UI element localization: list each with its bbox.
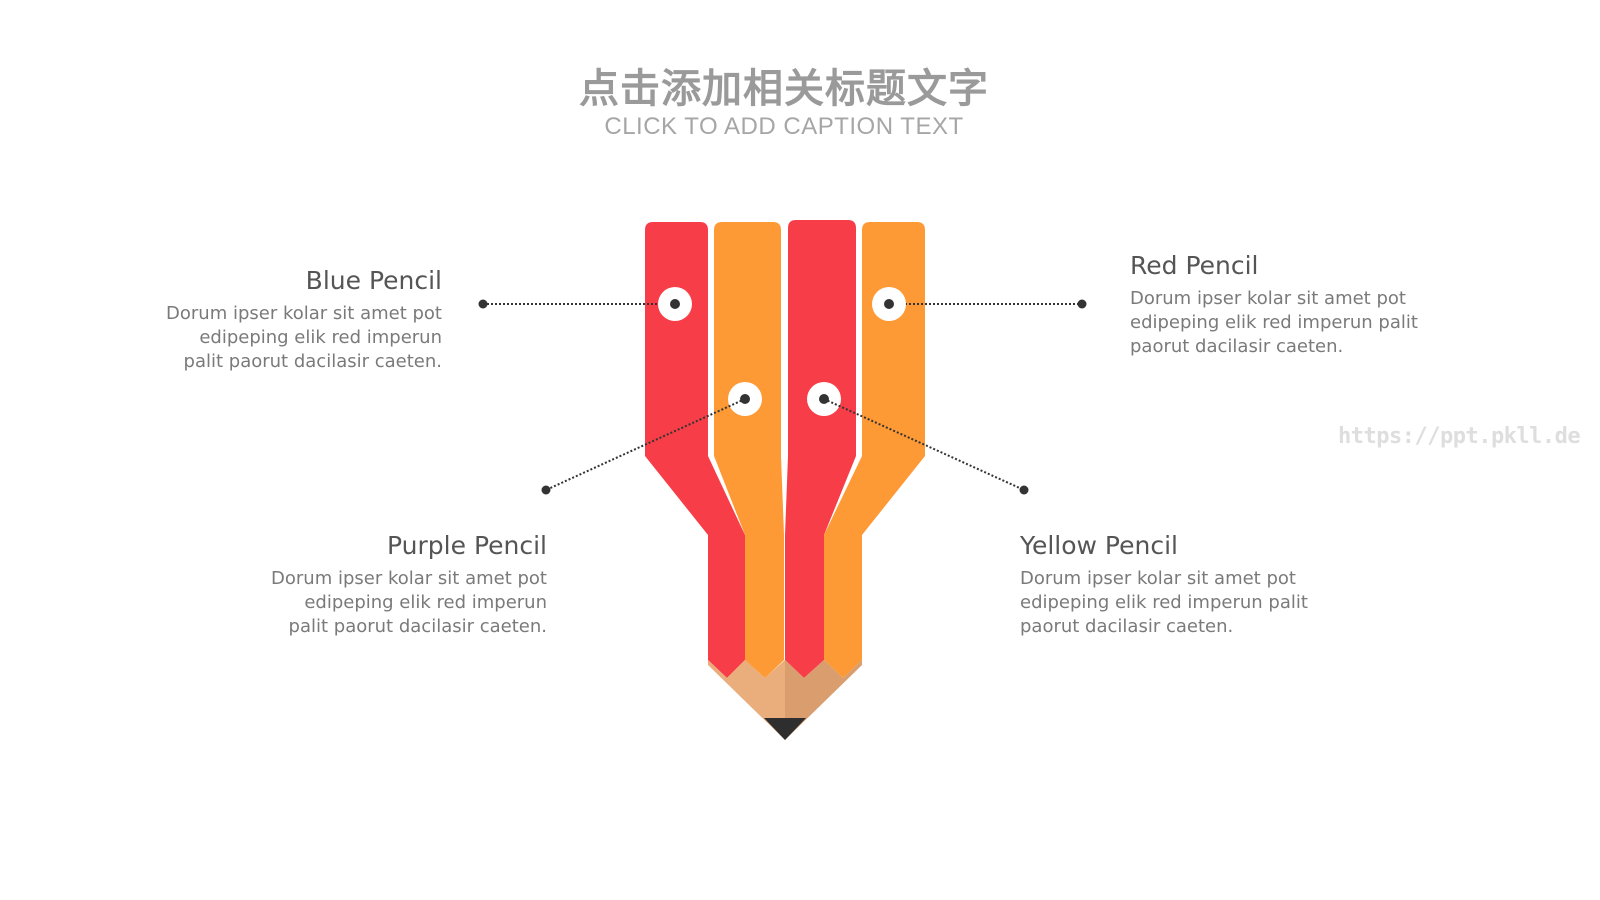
label-body[interactable]: Dorum ipser kolar sit amet pot edipeping…	[1130, 287, 1418, 359]
label-blue-pencil: Blue Pencil Dorum ipser kolar sit amet p…	[166, 266, 442, 374]
label-title[interactable]: Red Pencil	[1130, 251, 1259, 280]
pencil-column-1-red	[645, 222, 745, 678]
slide-subtitle[interactable]: CLICK TO ADD CAPTION TEXT	[604, 113, 964, 140]
label-purple-pencil: Purple Pencil Dorum ipser kolar sit amet…	[271, 531, 547, 639]
connector-blue	[478, 287, 692, 321]
label-body[interactable]: Dorum ipser kolar sit amet pot edipeping…	[271, 567, 547, 639]
label-body[interactable]: Dorum ipser kolar sit amet pot edipeping…	[166, 302, 442, 374]
label-line: edipeping elik red imperun	[304, 592, 547, 613]
label-line: Dorum ipser kolar sit amet pot	[1130, 288, 1406, 309]
pencil-column-2-orange	[714, 222, 784, 678]
label-title[interactable]: Blue Pencil	[305, 266, 442, 295]
label-line: palit paorut dacilasir caeten.	[288, 616, 547, 637]
label-line: Dorum ipser kolar sit amet pot	[271, 568, 547, 589]
label-line: Dorum ipser kolar sit amet pot	[166, 303, 442, 324]
label-line: paorut dacilasir caeten.	[1130, 336, 1344, 357]
label-body[interactable]: Dorum ipser kolar sit amet pot edipeping…	[1020, 567, 1308, 639]
label-red-pencil: Red Pencil Dorum ipser kolar sit amet po…	[1130, 251, 1418, 359]
label-title[interactable]: Purple Pencil	[387, 531, 547, 560]
label-title[interactable]: Yellow Pencil	[1020, 531, 1178, 560]
pencil-column-3-red	[785, 220, 856, 678]
watermark-text: https://ppt.pkll.de	[1338, 424, 1581, 449]
label-line: edipeping elik red imperun palit	[1020, 592, 1308, 613]
label-line: edipeping elik red imperun	[199, 327, 442, 348]
connector-red	[872, 287, 1087, 321]
label-line: edipeping elik red imperun palit	[1130, 312, 1418, 333]
connector-purple	[541, 382, 762, 495]
pencil-graphite-tip	[764, 718, 806, 740]
label-line: paorut dacilasir caeten.	[1020, 616, 1234, 637]
connector-yellow	[807, 382, 1029, 495]
label-line: palit paorut dacilasir caeten.	[183, 351, 442, 372]
label-yellow-pencil: Yellow Pencil Dorum ipser kolar sit amet…	[1020, 531, 1308, 639]
slide-title[interactable]: 点击添加相关标题文字	[579, 66, 989, 112]
label-line: Dorum ipser kolar sit amet pot	[1020, 568, 1296, 589]
pencil-column-4-orange	[824, 222, 925, 678]
